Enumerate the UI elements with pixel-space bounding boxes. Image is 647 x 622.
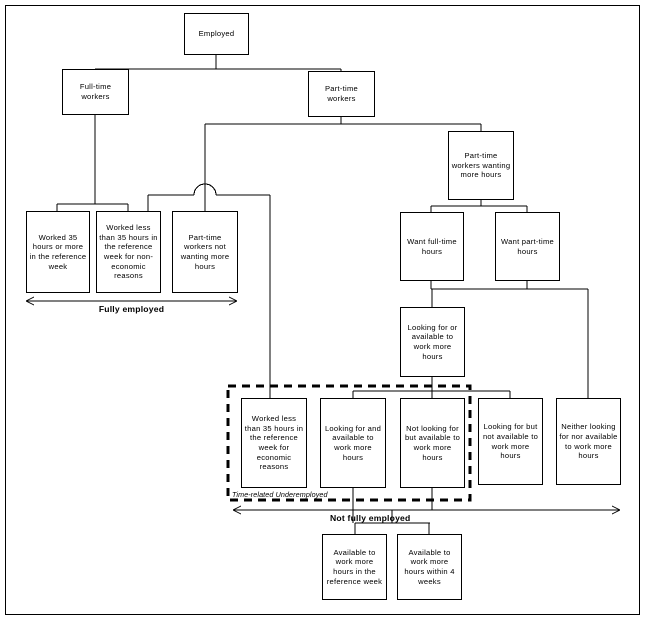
node-part-time-not-wanting-more-hours[interactable]: Part-time workers not wanting more hours: [172, 211, 238, 293]
label-not-fully-employed: Not fully employed: [330, 513, 411, 523]
node-neither-looking-nor-available[interactable]: Neither looking for nor available to wor…: [556, 398, 621, 485]
node-not-looking-but-available[interactable]: Not looking for but available to work mo…: [400, 398, 465, 488]
node-looking-for-or-available[interactable]: Looking for or available to work more ho…: [400, 307, 465, 377]
node-full-time-workers[interactable]: Full-time workers: [62, 69, 129, 115]
node-available-reference-week[interactable]: Available to work more hours in the refe…: [322, 534, 387, 600]
node-available-within-4-weeks[interactable]: Available to work more hours within 4 we…: [397, 534, 462, 600]
node-part-time-workers[interactable]: Part-time workers: [308, 71, 375, 117]
label-fully-employed: Fully employed: [98, 304, 165, 314]
node-want-part-time-hours[interactable]: Want part-time hours: [495, 212, 560, 281]
node-looking-and-available[interactable]: Looking for and available to work more h…: [320, 398, 386, 488]
node-want-full-time-hours[interactable]: Want full-time hours: [400, 212, 464, 281]
time-related-underemployed-region: [226, 384, 472, 502]
node-worked-35-or-more[interactable]: Worked 35 hours or more in the reference…: [26, 211, 90, 293]
node-employed[interactable]: Employed: [184, 13, 249, 55]
node-part-time-wanting-more-hours[interactable]: Part-time workers wanting more hours: [448, 131, 514, 200]
diagram-border: [5, 5, 640, 615]
node-looking-but-not-available[interactable]: Looking for but not available to work mo…: [478, 398, 543, 485]
label-time-related-underemployed: Time-related Underemployed: [232, 490, 328, 499]
node-worked-less-noneconomic[interactable]: Worked less than 35 hours in the referen…: [96, 211, 161, 293]
node-worked-less-economic[interactable]: Worked less than 35 hours in the referen…: [241, 398, 307, 488]
